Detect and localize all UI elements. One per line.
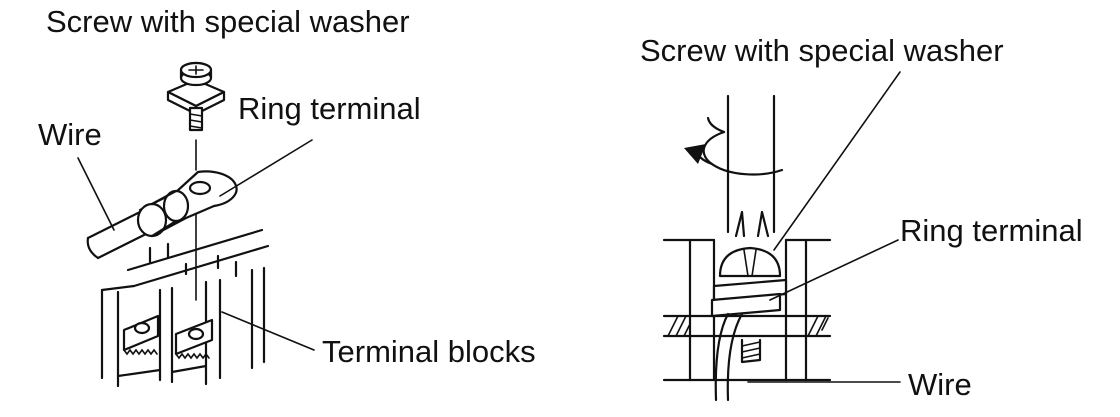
rotation-arrow-icon xyxy=(684,116,784,176)
ring-terminal-right xyxy=(710,292,782,318)
wire-right xyxy=(714,312,744,402)
screwdriver-right xyxy=(726,94,776,238)
label-screw-left: Screw with special washer xyxy=(46,4,410,39)
label-wire-right: Wire xyxy=(908,367,972,402)
screw-with-washer-left xyxy=(166,61,226,132)
label-ring-right: Ring terminal xyxy=(900,213,1083,248)
leader-screw-right xyxy=(773,71,901,251)
leader-ring-left xyxy=(219,139,313,197)
label-screw-right: Screw with special washer xyxy=(640,33,1004,68)
leader-blocks-left xyxy=(221,311,315,351)
label-ring-left: Ring terminal xyxy=(238,91,421,126)
terminal-blocks-left xyxy=(100,228,270,388)
label-wire-left: Wire xyxy=(38,117,102,152)
label-blocks-left: Terminal blocks xyxy=(322,334,536,369)
leader-wire-left xyxy=(77,157,115,231)
leader-ring-right xyxy=(769,239,899,301)
wire-left xyxy=(86,210,152,260)
terminal-housing-right xyxy=(662,238,832,382)
ring-terminal-left xyxy=(136,170,238,238)
